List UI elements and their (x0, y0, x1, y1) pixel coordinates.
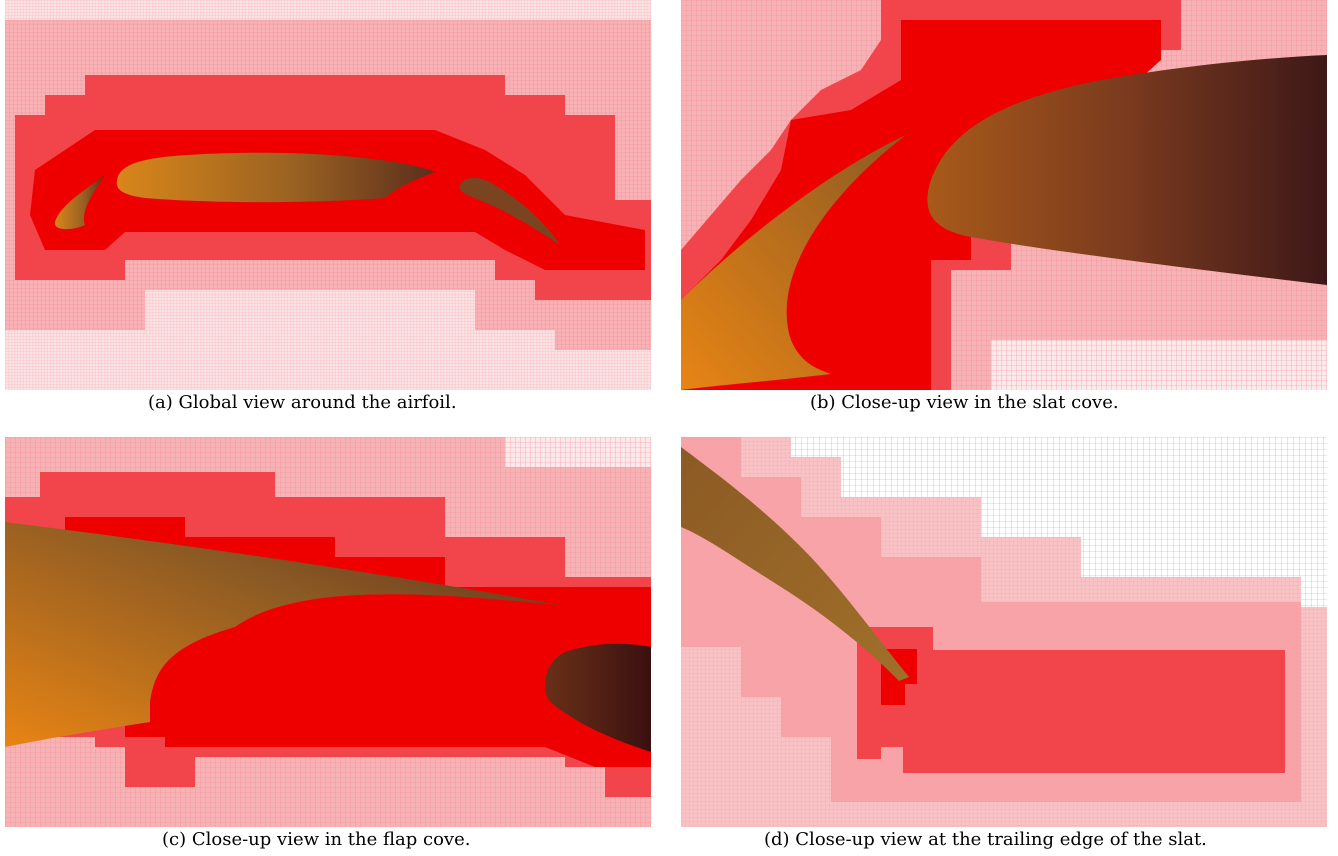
mesh-slat-trailing-edge-svg (681, 437, 1327, 827)
mesh-global-svg (5, 0, 651, 390)
panel-b-slat-cove (681, 0, 1327, 390)
caption-c: (c) Close-up view in the flap cove. (162, 829, 471, 850)
airfoil-flap (459, 177, 560, 245)
mesh-flap-cove-svg (5, 437, 651, 827)
mesh-slat-cove-svg (681, 0, 1327, 390)
panel-a-global-view (5, 0, 651, 390)
refinement-fine-region (903, 650, 1285, 773)
airfoil-flap (545, 643, 651, 752)
airfoil-slat-trailing-edge (681, 447, 909, 681)
caption-a: (a) Global view around the airfoil. (148, 392, 457, 413)
airfoil-main-element (927, 55, 1327, 285)
caption-b: (b) Close-up view in the slat cove. (810, 392, 1119, 413)
caption-d: (d) Close-up view at the trailing edge o… (764, 829, 1207, 850)
airfoil-slat (681, 135, 906, 390)
airfoil-slat (54, 175, 105, 230)
panel-c-flap-cove (5, 437, 651, 827)
panel-d-slat-trailing-edge (681, 437, 1327, 827)
airfoil-main-element (5, 522, 560, 747)
airfoil-main-element (116, 152, 435, 203)
